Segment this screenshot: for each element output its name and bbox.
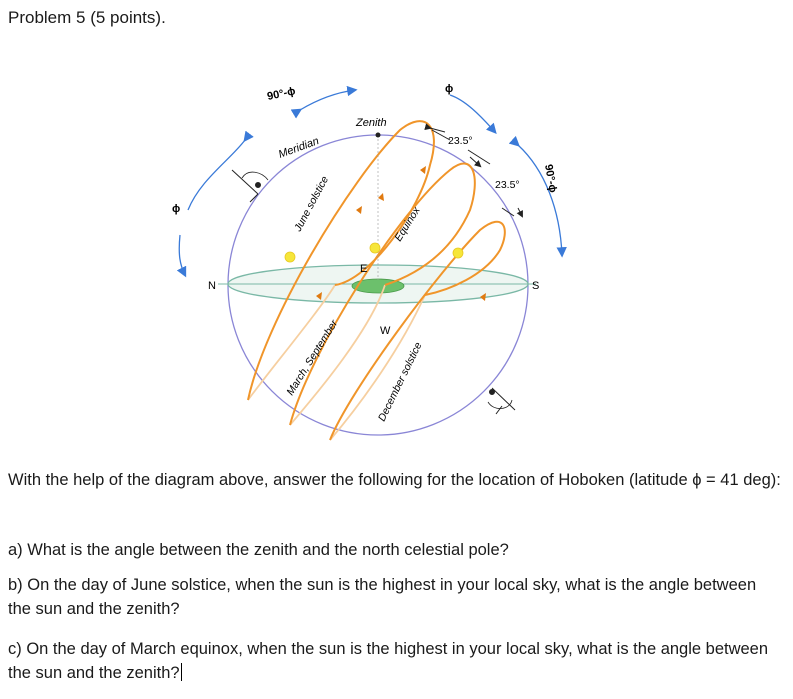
december-solstice-path [329, 220, 506, 441]
label-east: E [360, 263, 367, 275]
label-phi-left: ϕ [172, 203, 180, 215]
label-north: N [208, 280, 216, 292]
problem-title: Problem 5 (5 points). [8, 8, 166, 27]
label-march-september: March, September [284, 318, 340, 398]
north-pole-ring [241, 171, 269, 181]
question-c[interactable]: c) On the day of March equinox, when the… [8, 637, 783, 685]
label-zenith: Zenith [355, 117, 387, 129]
label-june-solstice: June solstice [292, 174, 332, 234]
label-90-minus-phi-right: 90°-ϕ [542, 163, 559, 193]
path-direction-arrows [316, 166, 486, 301]
label-phi-top: ϕ [445, 83, 453, 95]
south-pole-ring [487, 399, 513, 409]
sun-paths [247, 120, 506, 441]
label-west: W [380, 325, 391, 337]
question-b: b) On the day of June solstice, when the… [8, 576, 757, 618]
label-angle-right: 23.5° [495, 179, 520, 191]
label-equinox: Equinox [392, 204, 423, 243]
text-cursor [180, 663, 182, 681]
angle-arrows [176, 85, 567, 278]
june-solstice-path [247, 120, 435, 401]
celestial-sphere-diagram: 90°-ϕ ϕ 90°-ϕ ϕ Meridian Zenith 23.5° 23… [172, 83, 567, 441]
zenith-point [375, 132, 381, 138]
celestial-axes [231, 129, 516, 415]
sun-icons [284, 242, 464, 263]
label-angle-top: 23.5° [448, 135, 473, 147]
question-a: a) What is the angle between the zenith … [8, 541, 509, 559]
intro-text: With the help of the diagram above, answ… [8, 471, 781, 489]
label-90-minus-phi-top: 90°-ϕ [266, 85, 296, 103]
label-south: S [532, 280, 539, 292]
sun-paths-faded [247, 284, 426, 441]
question-c-text: c) On the day of March equinox, when the… [8, 640, 769, 682]
equinox-path [289, 162, 476, 426]
angle-markers [424, 123, 523, 218]
